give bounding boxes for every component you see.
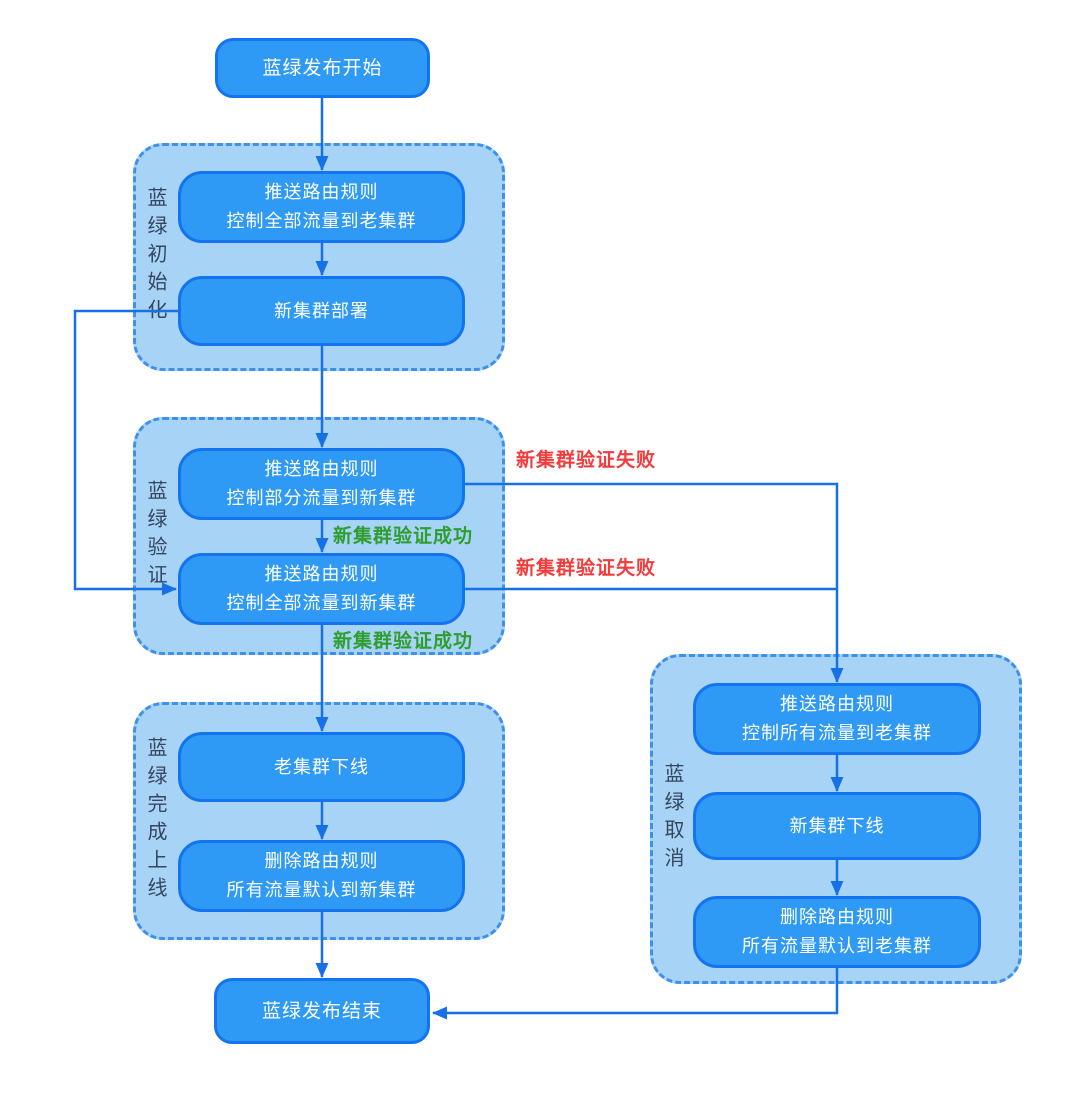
node-init-push-route-line1: 推送路由规则 — [264, 182, 379, 202]
node-delete-route-default-old: 删除路由规则 所有流量默认到老集群 — [693, 896, 981, 968]
node-delete-route-default-old-line1: 删除路由规则 — [780, 907, 894, 927]
node-new-cluster-offline-label: 新集群下线 — [789, 815, 885, 836]
node-verify-partial-traffic-line1: 推送路由规则 — [264, 459, 379, 479]
group-blue-green-complete-label: 蓝绿完成上线 — [144, 737, 166, 905]
edge-label-failure-2: 新集群验证失败 — [516, 558, 657, 579]
node-deploy-new-cluster: 新集群部署 — [178, 276, 465, 346]
node-end-label: 蓝绿发布结束 — [261, 1000, 382, 1022]
node-start: 蓝绿发布开始 — [215, 38, 430, 98]
node-new-cluster-offline: 新集群下线 — [693, 792, 981, 860]
node-delete-route-default-new-line2: 所有流量默认到新集群 — [226, 880, 417, 900]
node-old-cluster-offline: 老集群下线 — [178, 732, 465, 802]
node-verify-full-traffic: 推送路由规则 控制全部流量到新集群 — [178, 553, 465, 625]
group-blue-green-init-label: 蓝绿初始化 — [144, 187, 166, 327]
node-verify-full-traffic-line2: 控制全部流量到新集群 — [226, 593, 417, 613]
node-end: 蓝绿发布结束 — [214, 978, 430, 1044]
edge-label-success-1: 新集群验证成功 — [333, 526, 474, 547]
group-blue-green-verify-label: 蓝绿验证 — [144, 480, 166, 592]
node-verify-partial-traffic: 推送路由规则 控制部分流量到新集群 — [178, 448, 465, 520]
edge-label-success-2: 新集群验证成功 — [333, 631, 474, 652]
node-cancel-push-route-line1: 推送路由规则 — [780, 694, 894, 714]
group-blue-green-cancel-label: 蓝绿取消 — [661, 763, 683, 875]
node-init-push-route-line2: 控制全部流量到老集群 — [226, 211, 417, 231]
node-init-push-route: 推送路由规则 控制全部流量到老集群 — [178, 171, 465, 243]
edge-label-failure-1: 新集群验证失败 — [516, 450, 657, 471]
node-verify-partial-traffic-line2: 控制部分流量到新集群 — [226, 488, 417, 508]
node-start-label: 蓝绿发布开始 — [262, 57, 383, 79]
node-delete-route-default-new: 删除路由规则 所有流量默认到新集群 — [178, 840, 465, 912]
node-delete-route-default-new-line1: 删除路由规则 — [264, 851, 379, 871]
node-cancel-push-route-line2: 控制所有流量到老集群 — [742, 723, 932, 743]
node-deploy-new-cluster-label: 新集群部署 — [274, 300, 369, 321]
node-delete-route-default-old-line2: 所有流量默认到老集群 — [742, 936, 932, 956]
edge-failure-partial-to-cancel — [465, 482, 844, 683]
node-old-cluster-offline-label: 老集群下线 — [274, 756, 369, 777]
node-verify-full-traffic-line1: 推送路由规则 — [264, 564, 379, 584]
node-cancel-push-route: 推送路由规则 控制所有流量到老集群 — [693, 683, 981, 755]
